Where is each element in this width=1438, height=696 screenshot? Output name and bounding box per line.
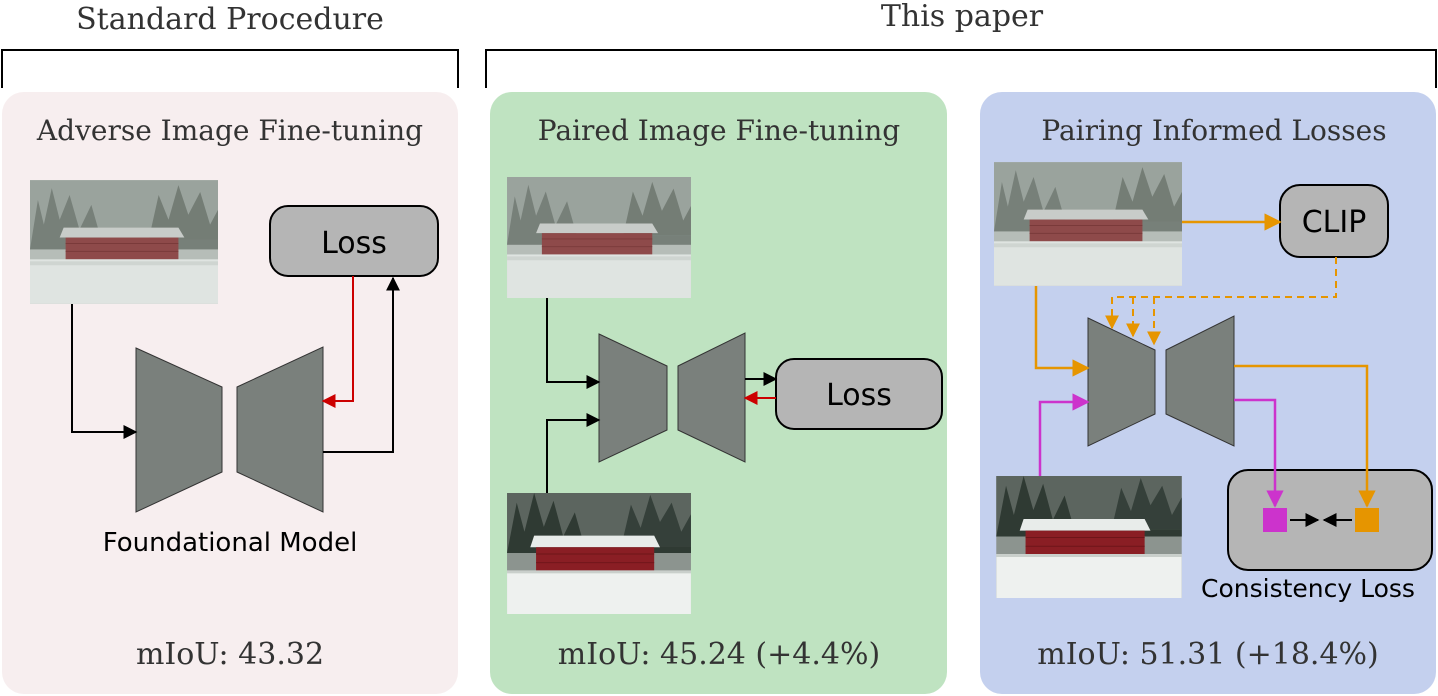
clear-output-to-consistency-arrow [1234,398,1284,508]
consistency-loss-label: Consistency Loss [1201,574,1415,603]
adverse-model-label: Foundational Model [103,528,358,558]
informed-adverse-image-icon [994,162,1182,286]
panel-paired: Paired Image Fine-tuning Loss mIoU: 45.2… [490,92,947,694]
paired-loss-box [775,358,943,430]
panel-informed: Pairing Informed Losses CLIP Consistency… [980,92,1436,694]
magenta-feature-square [1263,508,1287,532]
informed-clear-image-icon [996,476,1182,598]
adverse-metric: mIoU: 43.32 [136,637,324,672]
adverse-loss-label: Loss [321,226,387,261]
paired-bottom-input-arrow [546,413,601,493]
paired-decoder-trapezoid [677,332,746,463]
adverse-output-to-consistency-arrow [1234,364,1376,508]
paired-top-input-arrow [546,298,601,389]
panel-adverse-title: Adverse Image Fine-tuning [36,114,423,147]
informed-metric: mIoU: 51.31 (+18.4%) [1037,637,1378,672]
bracket-standard [1,49,459,88]
informed-decoder-trapezoid [1165,315,1235,447]
panel-informed-title: Pairing Informed Losses [1041,114,1386,147]
paired-metric: mIoU: 45.24 (+4.4%) [558,637,880,672]
panel-paired-title: Paired Image Fine-tuning [538,114,900,147]
adverse-encoder-trapezoid [135,347,223,513]
bracket-this-paper [485,49,1437,88]
adverse-gradient-arrow [321,276,354,408]
paired-clear-image-icon [506,493,692,614]
adverse-input-arrow [71,304,138,439]
panel-adverse: Adverse Image Fine-tuning Loss Foundatio… [2,92,458,694]
header-standard-procedure: Standard Procedure [76,2,384,37]
adverse-image-icon [30,180,218,304]
clip-label: CLIP [1302,205,1367,240]
header-this-paper: This paper [881,0,1044,34]
clip-guidance-arrow-1 [1105,257,1337,330]
orange-feature-square [1355,508,1379,532]
adverse-decoder-trapezoid [236,346,324,513]
paired-loss-label: Loss [826,378,892,413]
paired-adverse-image-icon [506,177,692,298]
clear-image-to-encoder-arrow [1038,393,1090,476]
adverse-output-arrow [323,276,400,453]
adverse-image-to-encoder-arrow [1034,286,1090,377]
